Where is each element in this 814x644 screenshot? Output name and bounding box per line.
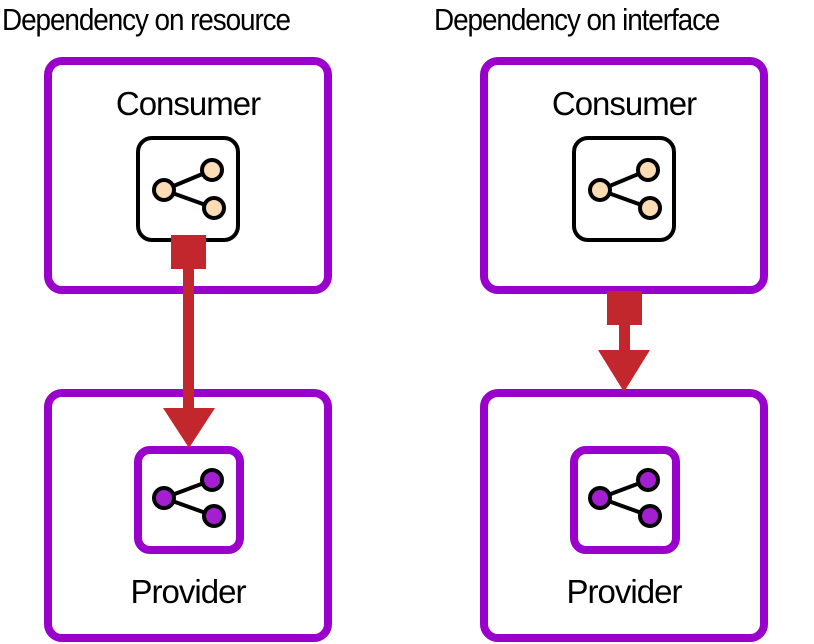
provider-interface-icon	[570, 446, 680, 554]
panel-title-resource: Dependency on resource	[2, 2, 291, 37]
consumer-label: Consumer	[115, 85, 261, 122]
provider-interface-icon	[134, 446, 244, 554]
share-icon	[588, 468, 662, 528]
share-icon	[152, 158, 226, 220]
consumer-interface-icon	[572, 136, 676, 242]
arrow-resource-dependency	[163, 235, 215, 448]
share-icon	[588, 158, 662, 220]
provider-label: Provider	[130, 573, 247, 610]
provider-label: Provider	[566, 573, 683, 610]
share-icon	[152, 468, 226, 528]
consumer-label: Consumer	[551, 85, 697, 122]
panel-title-interface: Dependency on interface	[434, 2, 720, 37]
consumer-interface-icon	[136, 136, 240, 242]
arrow-interface-dependency	[598, 291, 650, 392]
